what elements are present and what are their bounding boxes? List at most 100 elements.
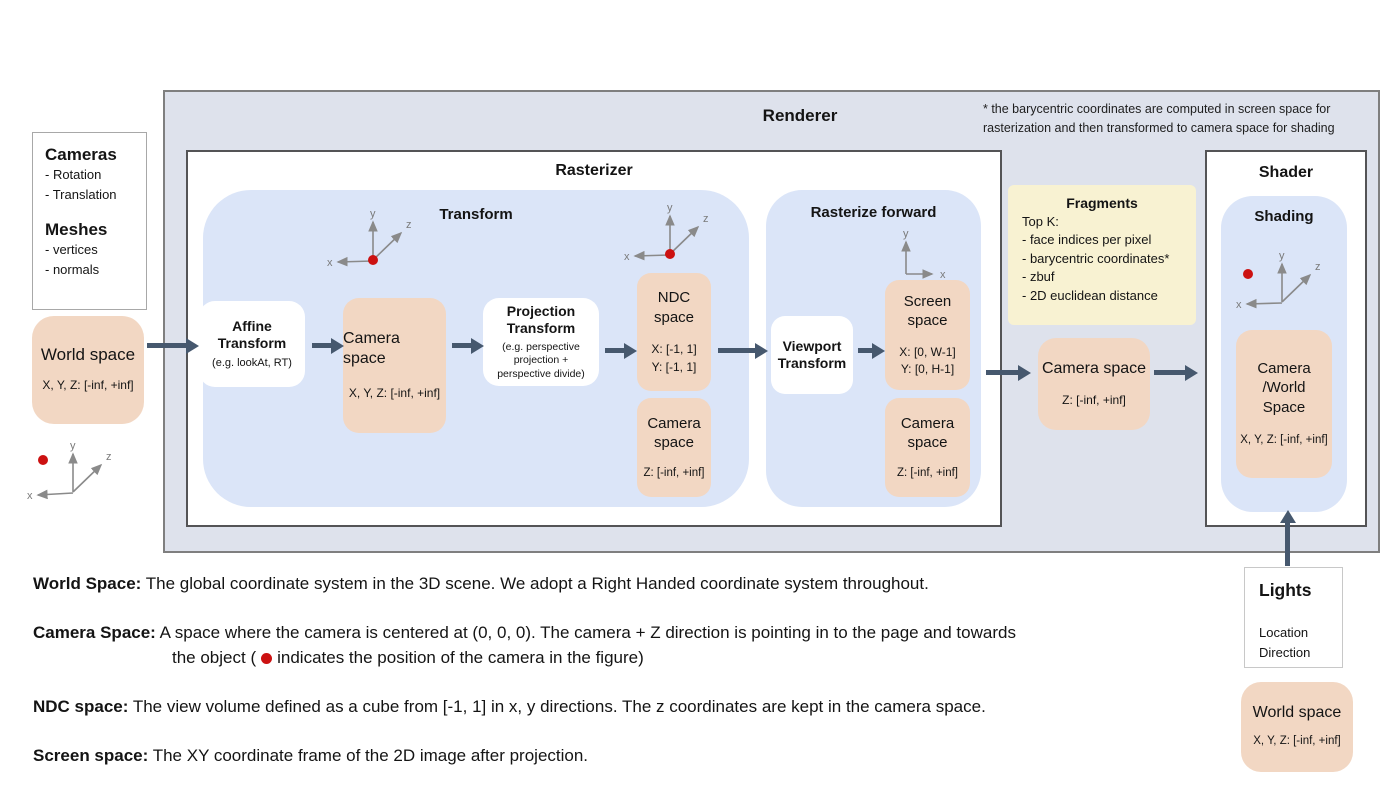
- axis-x-label: x: [27, 490, 33, 502]
- axis-x-label: x: [1236, 299, 1242, 311]
- world-space-box-left: World space X, Y, Z: [-inf, +inf]: [32, 316, 144, 424]
- axis-y-label: y: [370, 208, 376, 220]
- arrow-affine-to-camera: [312, 337, 344, 354]
- rasterize-forward-panel: Rasterize forward y x Viewport Transform…: [766, 190, 981, 507]
- axis-x-label: x: [624, 251, 630, 263]
- world-space-range: X, Y, Z: [-inf, +inf]: [1253, 735, 1341, 748]
- shader-title: Shader: [1258, 164, 1314, 181]
- fragments-line: - barycentric coordinates*: [1022, 250, 1170, 266]
- camera-position-dot: [1243, 269, 1253, 279]
- world-space-title: World space: [1252, 704, 1342, 722]
- definition-text: A space where the camera is centered at …: [159, 623, 1016, 642]
- camera-space-range: Z: [-inf, +inf]: [1062, 392, 1126, 407]
- definition-screen-space: Screen space: The XY coordinate frame of…: [33, 744, 1133, 769]
- lights-item: Location: [1259, 625, 1309, 640]
- definition-text: The view volume defined as a cube from […: [132, 697, 986, 716]
- axes-3d-icon: y z x: [624, 202, 709, 263]
- axis-z-label: z: [703, 213, 709, 225]
- camera-space-range: Z: [-inf, +inf]: [643, 466, 705, 479]
- definition-label: Screen space:: [33, 746, 149, 765]
- projection-transform-title: Projection Transform: [506, 302, 576, 337]
- camera-position-dot: [665, 249, 675, 259]
- arrow-projection-to-ndc: [605, 342, 637, 359]
- arrow-world-to-renderer: [147, 337, 199, 354]
- affine-transform-box: Affine Transform (e.g. lookAt, RT): [199, 301, 305, 387]
- arrow-viewport-to-screen: [858, 342, 885, 359]
- renderer-box: Renderer * the barycentric coordinates a…: [163, 90, 1380, 553]
- transform-title: Transform: [439, 206, 513, 223]
- axis-z-label: z: [1315, 261, 1321, 273]
- meshes-title: Meshes: [45, 220, 108, 239]
- ndc-space-title: NDC space: [653, 289, 695, 326]
- camera-space-title: Camera space: [900, 414, 955, 452]
- affine-transform-title: Affine Transform: [217, 317, 287, 352]
- fragments-line: - zbuf: [1022, 269, 1055, 285]
- rasterizer-title: Rasterizer: [555, 162, 633, 179]
- camera-space-range: X, Y, Z: [-inf, +inf]: [348, 385, 441, 400]
- axes-3d-icon: y z x: [327, 208, 412, 269]
- axis-z-label: z: [106, 451, 112, 463]
- rasterize-forward-title: Rasterize forward: [810, 204, 937, 221]
- fragments-line: - face indices per pixel: [1022, 232, 1152, 248]
- axis-y-label: y: [903, 228, 909, 240]
- axis-y-label: y: [1279, 250, 1285, 262]
- arrow-rasterizer-to-camera: [986, 364, 1031, 381]
- axes-3d-icon: y z x: [27, 440, 112, 502]
- lights-title: Lights: [1259, 580, 1312, 600]
- meshes-item: - normals: [45, 261, 100, 277]
- cameras-item: - Translation: [45, 186, 117, 202]
- definition-label: NDC space:: [33, 697, 129, 716]
- viewport-transform-box: Viewport Transform: [771, 316, 853, 394]
- axis-z-label: z: [406, 219, 412, 231]
- shader-box: Shader Shading y z x Camera /World Space…: [1205, 150, 1367, 527]
- arrow-lights-to-shader: [1279, 510, 1296, 566]
- arrow-ndc-to-viewport: [718, 342, 768, 359]
- definition-camera-space: Camera Space: A space where the camera i…: [33, 621, 1133, 670]
- camera-space-title: Camera space: [1041, 359, 1147, 377]
- meshes-item: - vertices: [45, 242, 98, 257]
- definition-text: The XY coordinate frame of the 2D image …: [152, 746, 589, 765]
- renderer-title: Renderer: [762, 106, 838, 125]
- camera-world-space-range: X, Y, Z: [-inf, +inf]: [1240, 434, 1328, 447]
- camera-space-box: Camera space Z: [-inf, +inf]: [637, 398, 711, 497]
- rasterizer-box: Rasterizer Transform y z x Affine Transf…: [186, 150, 1002, 527]
- camera-space-range: Z: [-inf, +inf]: [896, 466, 959, 479]
- ndc-space-box: NDC space X: [-1, 1] Y: [-1, 1]: [637, 273, 711, 391]
- definition-text: the object (: [172, 647, 257, 667]
- projection-transform-box: Projection Transform (e.g. perspective p…: [483, 298, 599, 386]
- cameras-item: - Rotation: [45, 167, 102, 182]
- definition-text: indicates the position of the camera in …: [277, 647, 644, 667]
- lights-item: Direction: [1259, 644, 1311, 660]
- ndc-space-ranges: X: [-1, 1] Y: [-1, 1]: [651, 342, 697, 374]
- definition-text: The global coordinate system in the 3D s…: [145, 574, 929, 593]
- shading-panel: Shading y z x Camera /World Space X, Y, …: [1221, 196, 1347, 512]
- definition-label: World Space:: [33, 574, 142, 593]
- screen-space-ranges: X: [0, W-1] Y: [0, H-1]: [899, 344, 956, 376]
- camera-space-box: Camera space X, Y, Z: [-inf, +inf]: [343, 298, 446, 433]
- shading-title: Shading: [1254, 208, 1314, 225]
- camera-space-box: Camera space Z: [-inf, +inf]: [1038, 338, 1150, 430]
- barycentric-note: * the barycentric coordinates are comput…: [983, 102, 1335, 135]
- camera-position-dot: [368, 255, 378, 265]
- axis-x-label: x: [327, 257, 333, 269]
- arrow-camera-to-shader: [1154, 364, 1198, 381]
- camera-position-dot: [38, 455, 48, 465]
- world-space-box-bottom: World space X, Y, Z: [-inf, +inf]: [1241, 682, 1353, 772]
- camera-space-title: Camera space: [647, 414, 701, 452]
- screen-space-box: Screen space X: [0, W-1] Y: [0, H-1]: [885, 280, 970, 390]
- camera-world-space-box: Camera /World Space X, Y, Z: [-inf, +inf…: [1236, 330, 1332, 478]
- axis-y-label: y: [70, 440, 76, 452]
- affine-transform-subtitle: (e.g. lookAt, RT): [212, 356, 292, 369]
- camera-dot-icon: [261, 652, 273, 664]
- screen-space-title: Screen space: [903, 292, 952, 330]
- fragments-box: Fragments Top K: - face indices per pixe…: [1008, 185, 1196, 325]
- world-space-title: World space: [40, 345, 136, 365]
- definition-world-space: World Space: The global coordinate syste…: [33, 572, 1133, 597]
- axes-3d-icon: y z x: [1236, 250, 1321, 311]
- projection-transform-subtitle: (e.g. perspective projection + perspecti…: [497, 340, 585, 380]
- axis-x-label: x: [940, 269, 946, 281]
- lights-box: Lights Location Direction: [1244, 567, 1343, 668]
- world-space-range: X, Y, Z: [-inf, +inf]: [42, 378, 134, 393]
- camera-space-title: Camera space: [343, 329, 400, 367]
